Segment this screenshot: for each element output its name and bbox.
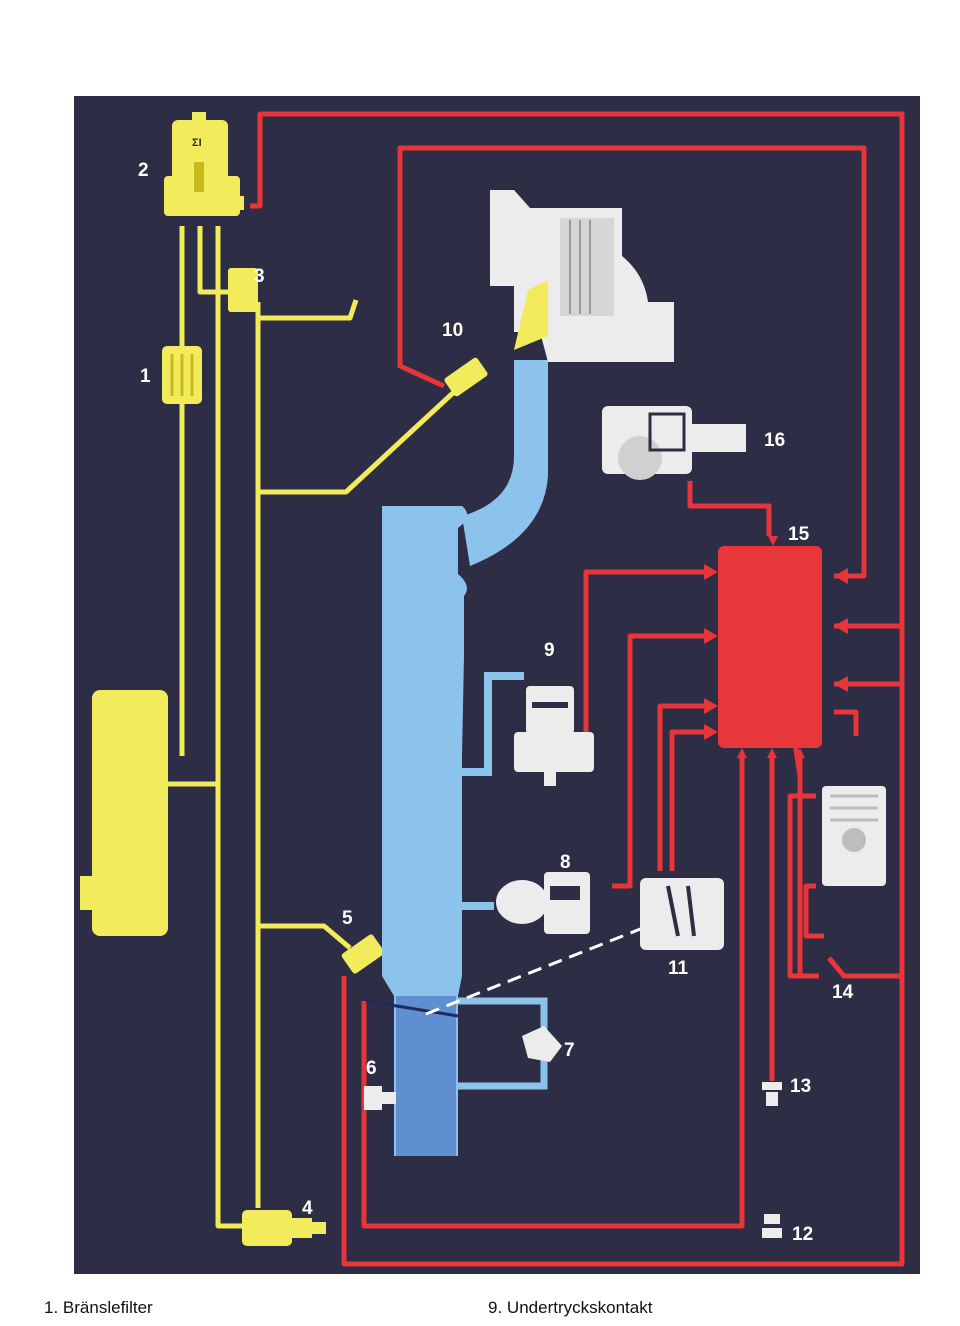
wire-throttle-11-a bbox=[657, 703, 704, 871]
fuel-rail-top bbox=[258, 299, 359, 321]
legend-item-9: 9. Undertryckskontakt bbox=[488, 1298, 652, 1318]
wire-injector-loop bbox=[397, 145, 867, 579]
label-15: 15 bbox=[788, 524, 810, 545]
fuel-pump-2 bbox=[164, 112, 244, 216]
label-6: 6 bbox=[366, 1058, 377, 1079]
pressure-sensor-8 bbox=[496, 872, 590, 934]
label-12: 12 bbox=[792, 1224, 813, 1245]
fuel-filter-1 bbox=[162, 346, 202, 404]
label-1: 1 bbox=[140, 366, 151, 387]
legend-text: Undertryckskontakt bbox=[506, 1298, 653, 1317]
label-14: 14 bbox=[832, 982, 854, 1003]
wire-pump-outer bbox=[250, 111, 905, 1267]
vacuum-switch-9 bbox=[514, 686, 594, 786]
legend-number: 1. bbox=[44, 1298, 59, 1317]
fuel-return-line bbox=[215, 226, 242, 1229]
legend-text: Bränslefilter bbox=[62, 1298, 153, 1317]
wire-cold-start-6 bbox=[361, 756, 745, 1229]
label-16: 16 bbox=[764, 430, 785, 451]
pressure-regulator-3 bbox=[228, 268, 258, 312]
label-8: 8 bbox=[560, 852, 571, 873]
throttle-link bbox=[425, 924, 649, 1016]
temp-sensor-7 bbox=[522, 1026, 562, 1062]
relay-block bbox=[822, 786, 886, 886]
thermo-switch-6 bbox=[364, 1086, 396, 1110]
wire-switch-14-b bbox=[787, 793, 819, 979]
injector-10 bbox=[444, 357, 488, 397]
legend-number: 9. bbox=[488, 1298, 503, 1317]
label-5: 5 bbox=[342, 908, 353, 929]
fuel-lines bbox=[168, 226, 456, 1229]
electric-wiring bbox=[250, 111, 905, 1267]
fuel-tank bbox=[80, 690, 168, 936]
injection-system-diagram: 1 2 3 4 5 6 7 8 9 10 11 12 13 14 15 16 Σ… bbox=[80, 111, 905, 1267]
wire-vacuum-switch-9 bbox=[583, 569, 704, 736]
wire-pressure-sensor-8 bbox=[612, 633, 704, 889]
fuel-to-injector-10 bbox=[258, 390, 456, 495]
control-unit-15 bbox=[718, 546, 822, 748]
cold-start-valve-5 bbox=[341, 934, 385, 974]
cylinder-head-10 bbox=[490, 190, 674, 362]
label-2: 2 bbox=[138, 160, 149, 181]
label-10: 10 bbox=[442, 320, 463, 341]
wire-switch-14 bbox=[827, 956, 902, 979]
sensor-12 bbox=[762, 1214, 782, 1238]
wire-throttle-11-b bbox=[669, 729, 704, 871]
air-intake bbox=[365, 360, 548, 1156]
label-9: 9 bbox=[544, 640, 555, 661]
pump-badge: ΣI bbox=[192, 137, 202, 149]
label-11: 11 bbox=[668, 958, 689, 979]
fuel-pump-4 bbox=[242, 1210, 326, 1246]
label-13: 13 bbox=[790, 1076, 811, 1097]
sensor-16 bbox=[602, 406, 746, 480]
label-7: 7 bbox=[564, 1040, 575, 1061]
label-3: 3 bbox=[254, 266, 265, 287]
wire-ctrl-tail bbox=[834, 709, 859, 736]
wire-sensor-16 bbox=[687, 481, 772, 536]
sensor-13 bbox=[762, 1082, 782, 1106]
throttle-switch-11 bbox=[640, 878, 724, 950]
legend-item-1: 1. Bränslefilter bbox=[44, 1298, 153, 1318]
label-4: 4 bbox=[302, 1198, 313, 1219]
wire-arrows bbox=[704, 536, 848, 758]
wire-heater bbox=[803, 883, 824, 939]
diagram-frame: 1 2 3 4 5 6 7 8 9 10 11 12 13 14 15 16 Σ… bbox=[74, 96, 920, 1274]
fuel-to-cold-start-5 bbox=[258, 923, 352, 950]
component-numbers: 1 2 3 4 5 6 7 8 9 10 11 12 13 14 15 16 Σ… bbox=[138, 137, 854, 1245]
